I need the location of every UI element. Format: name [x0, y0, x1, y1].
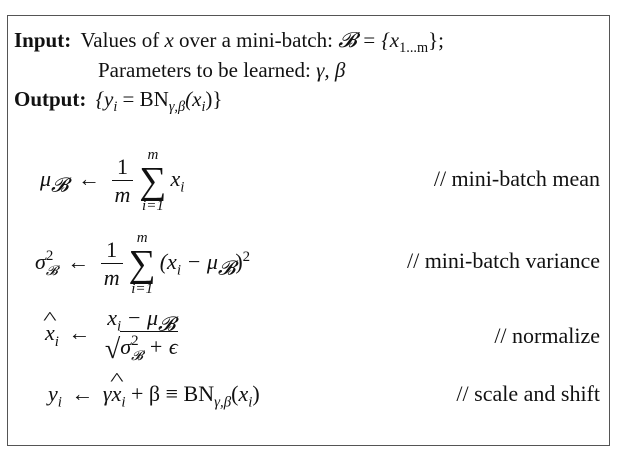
sum-symbol: m∑i=1 — [139, 147, 167, 215]
input-text: Values of — [80, 28, 165, 52]
output-line: Output: {yi = BNγ,β(xi)} — [14, 87, 223, 116]
input-set: 𝓑 = {x — [338, 28, 400, 52]
params-vars: γ, β — [316, 58, 346, 82]
comment-scale-shift: // scale and shift — [456, 381, 600, 406]
input-label: Input: — [14, 28, 72, 52]
params-text: Parameters to be learned: — [98, 58, 317, 82]
step-scale-shift: yi ← γxi + β ≡ BNγ,β(xi) — [48, 383, 260, 410]
hat-accent: x — [45, 322, 55, 344]
input-var: x — [164, 28, 174, 52]
input-set-sub: 1...m — [399, 40, 429, 57]
comment-normalize: // normalize — [494, 323, 600, 348]
comment-mean: // mini-batch mean — [433, 166, 600, 191]
input-line: Input: Values of x over a mini-batch: 𝓑 … — [14, 28, 444, 56]
algorithm-box — [7, 15, 610, 446]
params-line: Parameters to be learned: γ, β — [98, 60, 345, 81]
sqrt-symbol: √ — [104, 333, 121, 365]
hat-accent: x — [112, 383, 122, 405]
input-set-end: }; — [428, 28, 444, 52]
output-label: Output: — [14, 87, 87, 111]
input-text-2: over a mini-batch: — [173, 28, 339, 52]
output-expr: {yi = BNγ,β(xi)} — [95, 87, 223, 116]
step-normalize: xi ← xi − μ𝓑√σ2𝓑 + ϵ — [45, 307, 183, 364]
comment-variance: // mini-batch variance — [406, 248, 600, 273]
sum-symbol: m∑i=1 — [128, 230, 156, 298]
